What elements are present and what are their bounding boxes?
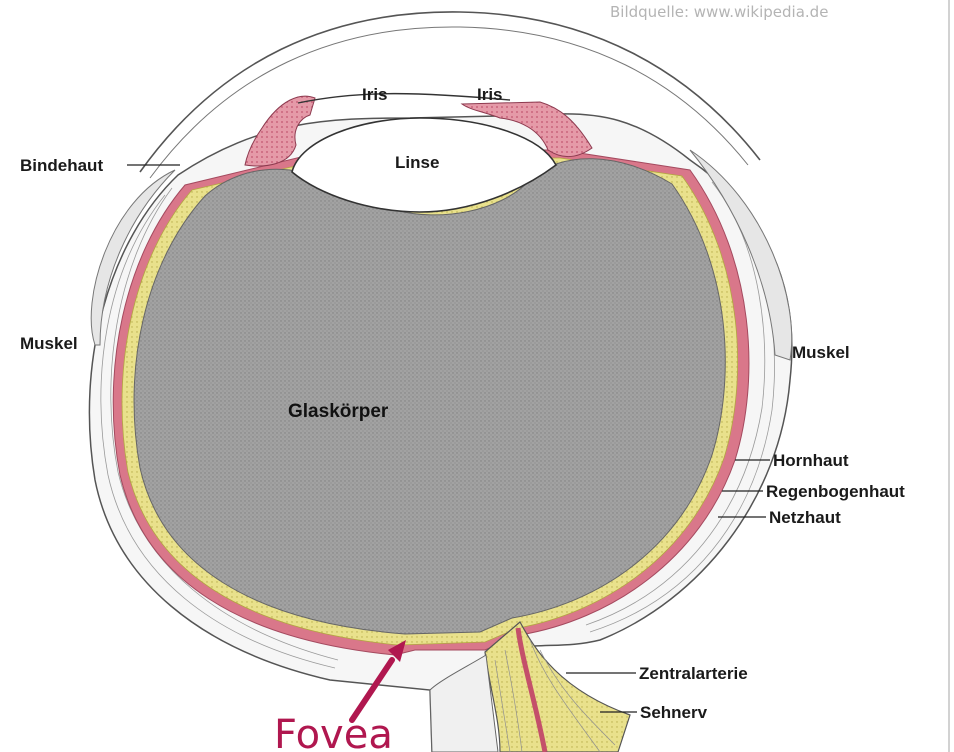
label-linse: Linse (395, 153, 439, 172)
label-muskel-right: Muskel (792, 343, 850, 362)
label-regenbogenhaut: Regenbogenhaut (766, 482, 905, 501)
label-muskel-left: Muskel (20, 334, 78, 353)
label-zentralarterie: Zentralarterie (639, 664, 748, 683)
label-iris-right: Iris (477, 85, 503, 104)
label-bindehaut: Bindehaut (20, 156, 103, 175)
label-glaskoerper: Glaskörper (288, 401, 389, 422)
label-netzhaut: Netzhaut (769, 508, 841, 527)
vitreous-body (134, 159, 725, 634)
label-fovea: Fovea (274, 712, 393, 752)
label-iris-left: Iris (362, 85, 388, 104)
label-sehnerv: Sehnerv (640, 703, 708, 722)
label-hornhaut: Hornhaut (773, 451, 849, 470)
image-credit: Bildquelle: www.wikipedia.de (610, 3, 828, 21)
